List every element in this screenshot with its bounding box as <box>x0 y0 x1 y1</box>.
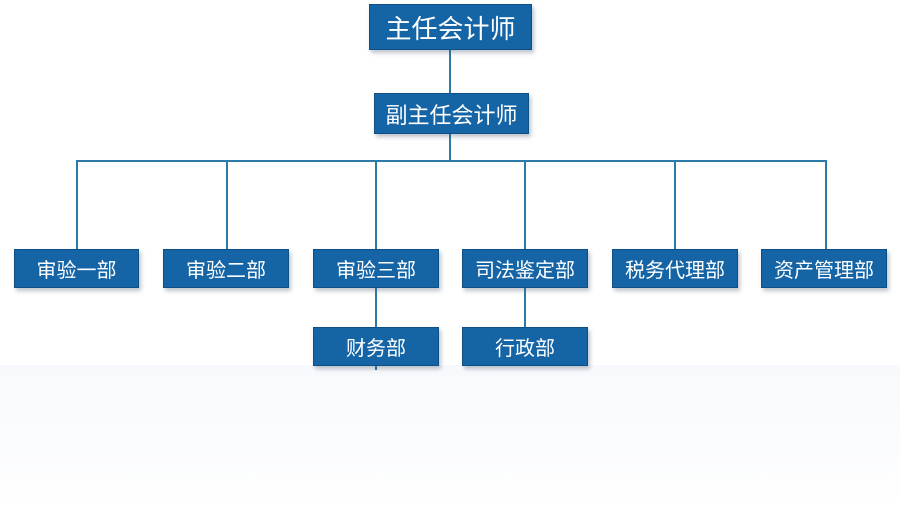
connector-drop-dept-4 <box>524 160 526 249</box>
dept-node-forensic: 司法鉴定部 <box>462 249 588 288</box>
dept-node-audit-3: 审验三部 <box>313 249 439 288</box>
connector-drop-dept-3 <box>375 160 377 249</box>
sub-node-finance: 财务部 <box>313 327 439 366</box>
connector-finance-tail <box>375 365 377 370</box>
connector-root-to-deputy <box>449 49 451 93</box>
connector-drop-dept-2 <box>226 160 228 249</box>
dept-node-asset-management: 资产管理部 <box>761 249 887 288</box>
connector-dept-4-to-admin <box>524 287 526 328</box>
sub-node-admin: 行政部 <box>462 327 588 366</box>
dept-node-tax-agency: 税务代理部 <box>612 249 738 288</box>
connector-dept-3-to-finance <box>375 287 377 328</box>
connector-drop-dept-6 <box>825 160 827 249</box>
connector-drop-dept-1 <box>76 160 78 249</box>
connector-horizontal-bus <box>76 160 827 162</box>
connector-deputy-to-bus <box>449 133 451 162</box>
dept-node-audit-1: 审验一部 <box>14 249 139 288</box>
deputy-node: 副主任会计师 <box>374 93 529 134</box>
root-node-chief-accountant: 主任会计师 <box>369 4 532 50</box>
dept-node-audit-2: 审验二部 <box>163 249 289 288</box>
background-band <box>0 365 900 507</box>
connector-drop-dept-5 <box>674 160 676 249</box>
